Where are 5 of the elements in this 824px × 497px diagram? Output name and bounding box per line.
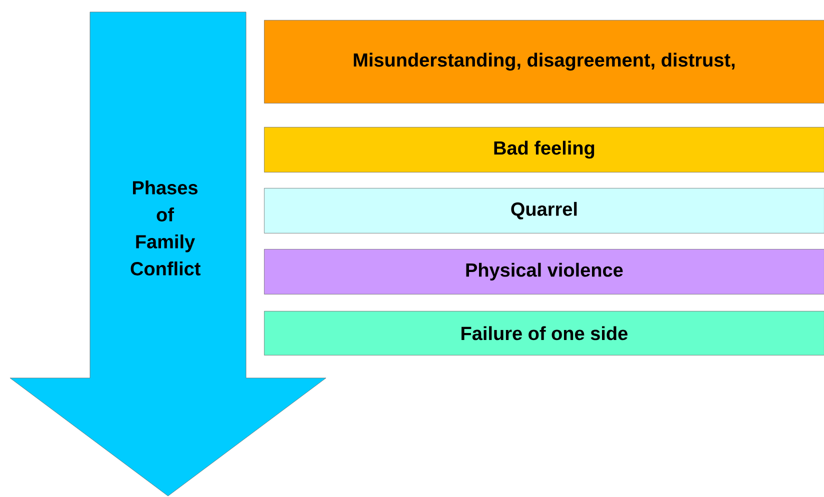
phase-box: Misunderstanding, disagreement, distrust, <box>264 20 824 104</box>
phase-box: Physical violence <box>264 248 824 294</box>
phase-box: Bad feeling <box>264 127 824 172</box>
phase-box: Quarrel <box>264 188 824 234</box>
phase-box: Failure of one side <box>264 310 824 356</box>
